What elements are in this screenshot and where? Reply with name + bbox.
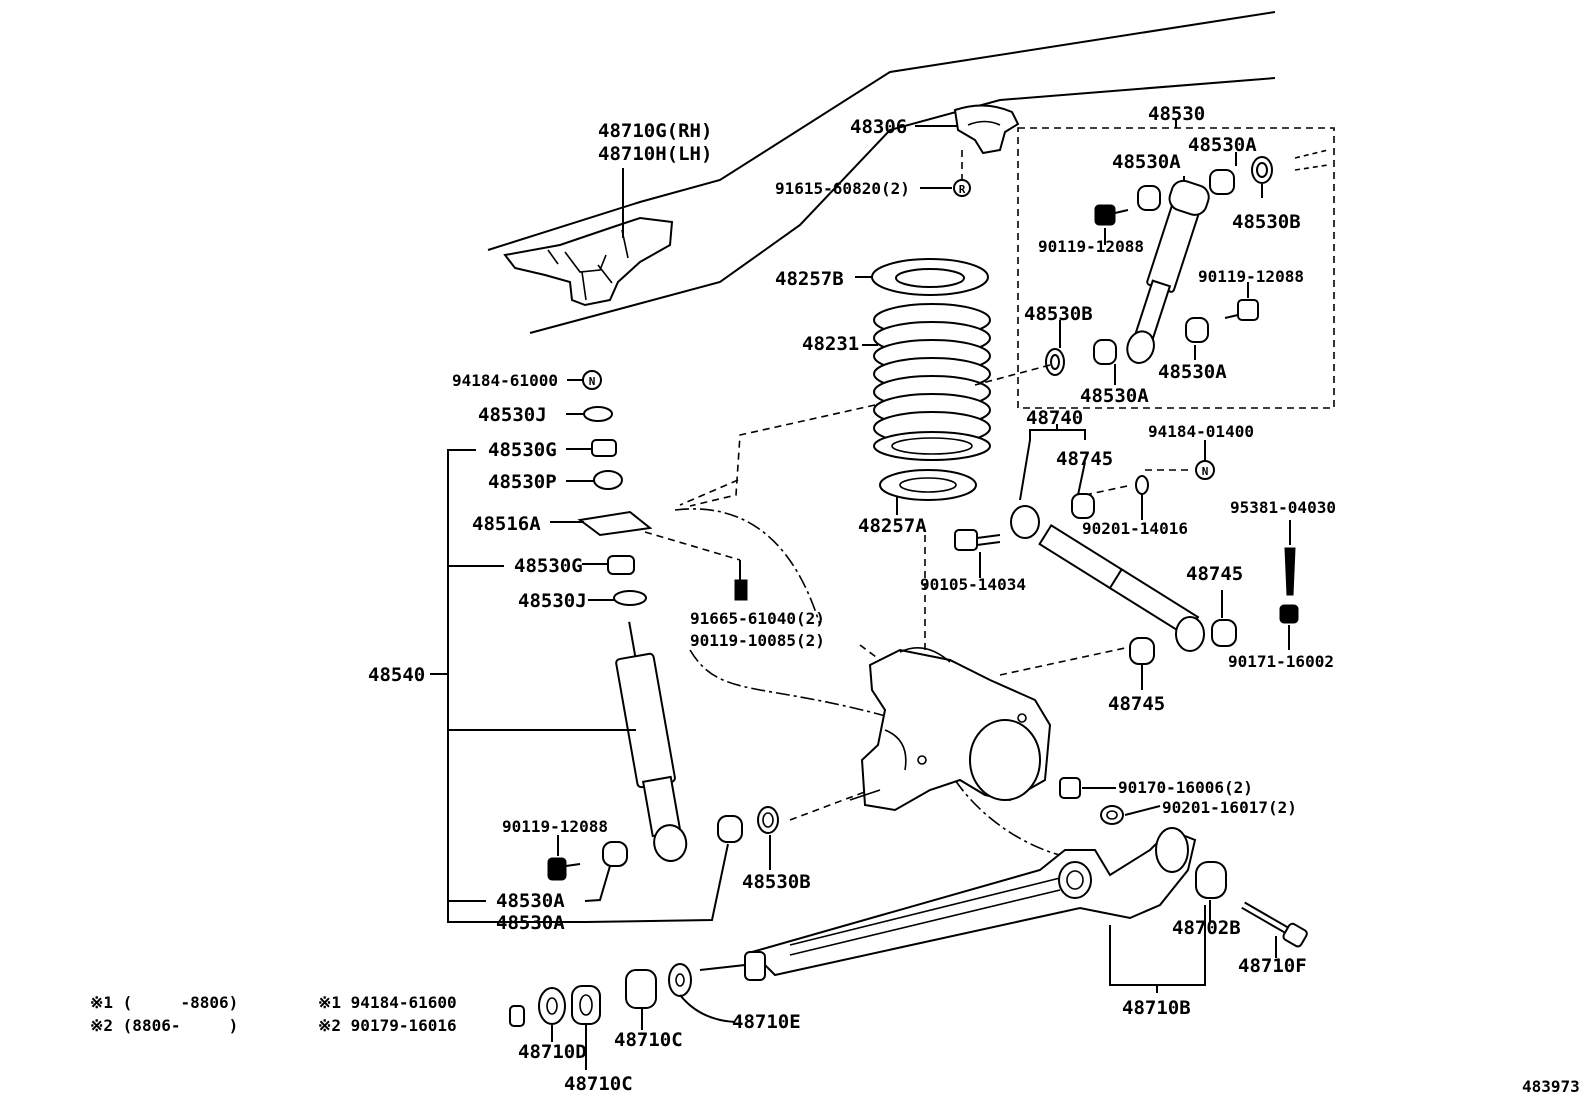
label-48530g-upper: 48530G [488,439,557,461]
label-48530j-lower: 48530J [518,590,587,612]
note-1-date-range: ※1 ( -8806) [90,993,238,1012]
label-90119-12088-a: 90119-12088 [1038,237,1144,256]
label-48710c-upper: 48710C [614,1029,683,1051]
bolt-90119-lower [547,835,581,881]
label-48306: 48306 [850,116,907,138]
label-48745-upper: 48745 [1056,448,1113,470]
axle-housing [849,644,1052,812]
label-48530: 48530 [1148,103,1205,125]
label-48530a-top-left: 48530A [1112,151,1181,173]
nut-r-icon [953,179,971,197]
note-1-part: ※1 94184-61600 [318,993,457,1012]
label-90201-16017: 90201-16017(2) [1162,798,1297,817]
label-48231: 48231 [802,333,859,355]
bolt-90105-14034 [954,529,1001,578]
label-90201-14016: 90201-14016 [1082,519,1188,538]
label-48710g: 48710G(RH) [598,120,712,142]
coil-spring-48231 [862,303,991,461]
label-48530a-lower-2: 48530A [496,912,565,934]
spring-seat-48257b [855,258,989,296]
nut-n-icon-2 [1195,460,1215,480]
label-90105-14034: 90105-14034 [920,575,1026,594]
label-48257a: 48257A [858,515,927,537]
label-48530b-box: 48530B [1024,303,1093,325]
label-48530g-lower: 48530G [514,555,583,577]
label-48702b: 48702B [1172,917,1241,939]
label-48710f: 48710F [1238,955,1307,977]
bolt-90119-upper [1094,204,1129,226]
shock-absorber-48540-kit: N [430,370,779,923]
label-48516a: 48516A [472,513,541,535]
label-48530b-lower: 48530B [742,871,811,893]
label-48530a-lower-1: 48530A [496,890,565,912]
label-94184-01400: 94184-01400 [1148,422,1254,441]
note-2-date-range: ※2 (8806- ) [90,1016,238,1035]
label-90119-12088-lower: 90119-12088 [502,817,608,836]
nut-n-icon [582,370,602,390]
label-90170-16006: 90170-16006(2) [1118,778,1253,797]
lower-arm-bushings [509,969,657,1070]
label-48530p: 48530P [488,471,557,493]
label-48530a-box-right: 48530A [1158,361,1227,383]
label-48710h: 48710H(LH) [598,143,712,165]
label-90119-12088-b: 90119-12088 [1198,267,1304,286]
label-91665-61040: 91665-61040(2) [690,609,825,628]
label-48745-lower: 48745 [1108,693,1165,715]
label-48710d: 48710D [518,1041,587,1063]
label-48530b-top: 48530B [1232,211,1301,233]
frame-bracket-48710g [503,168,674,307]
upper-shock-kit-48530 [1017,118,1335,409]
axle-nuts [1059,777,1161,825]
svg-text:R: R [959,183,966,196]
label-48540: 48540 [368,664,425,686]
bump-stopper-48306: R [915,104,1020,197]
bolt-90119-right [1224,299,1259,321]
label-48745-right: 48745 [1186,563,1243,585]
label-48740: 48740 [1026,407,1083,429]
label-48530j-upper: 48530J [478,404,547,426]
assembly-leader-lines [644,364,1192,856]
label-48710e: 48710E [732,1011,801,1033]
note-2-part: ※2 90179-16016 [318,1016,457,1035]
lower-control-arm-48710b [668,827,1308,1023]
label-90171-16002: 90171-16002 [1228,652,1334,671]
label-48710c-lower: 48710C [564,1073,633,1095]
label-90119-10085: 90119-10085(2) [690,631,825,650]
label-48257b: 48257B [775,268,844,290]
label-94184-61000: 94184-61000 [452,371,558,390]
spring-seat-48257a [879,469,977,515]
svg-text:N: N [1202,465,1209,478]
frame-outline [487,11,1276,334]
label-48710b: 48710B [1122,997,1191,1019]
lateral-rod-48740: N [954,424,1299,690]
label-48530a-box-left: 48530A [1080,385,1149,407]
svg-text:N: N [589,375,596,388]
label-91615-60820: 91615-60820(2) [775,179,910,198]
diagram-id: 483973 [1522,1077,1580,1096]
label-48530a-top-right: 48530A [1188,134,1257,156]
label-95381-04030: 95381-04030 [1230,498,1336,517]
part-number-labels: 48710G(RH) 48710H(LH) 48306 91615-60820(… [90,103,1580,1096]
